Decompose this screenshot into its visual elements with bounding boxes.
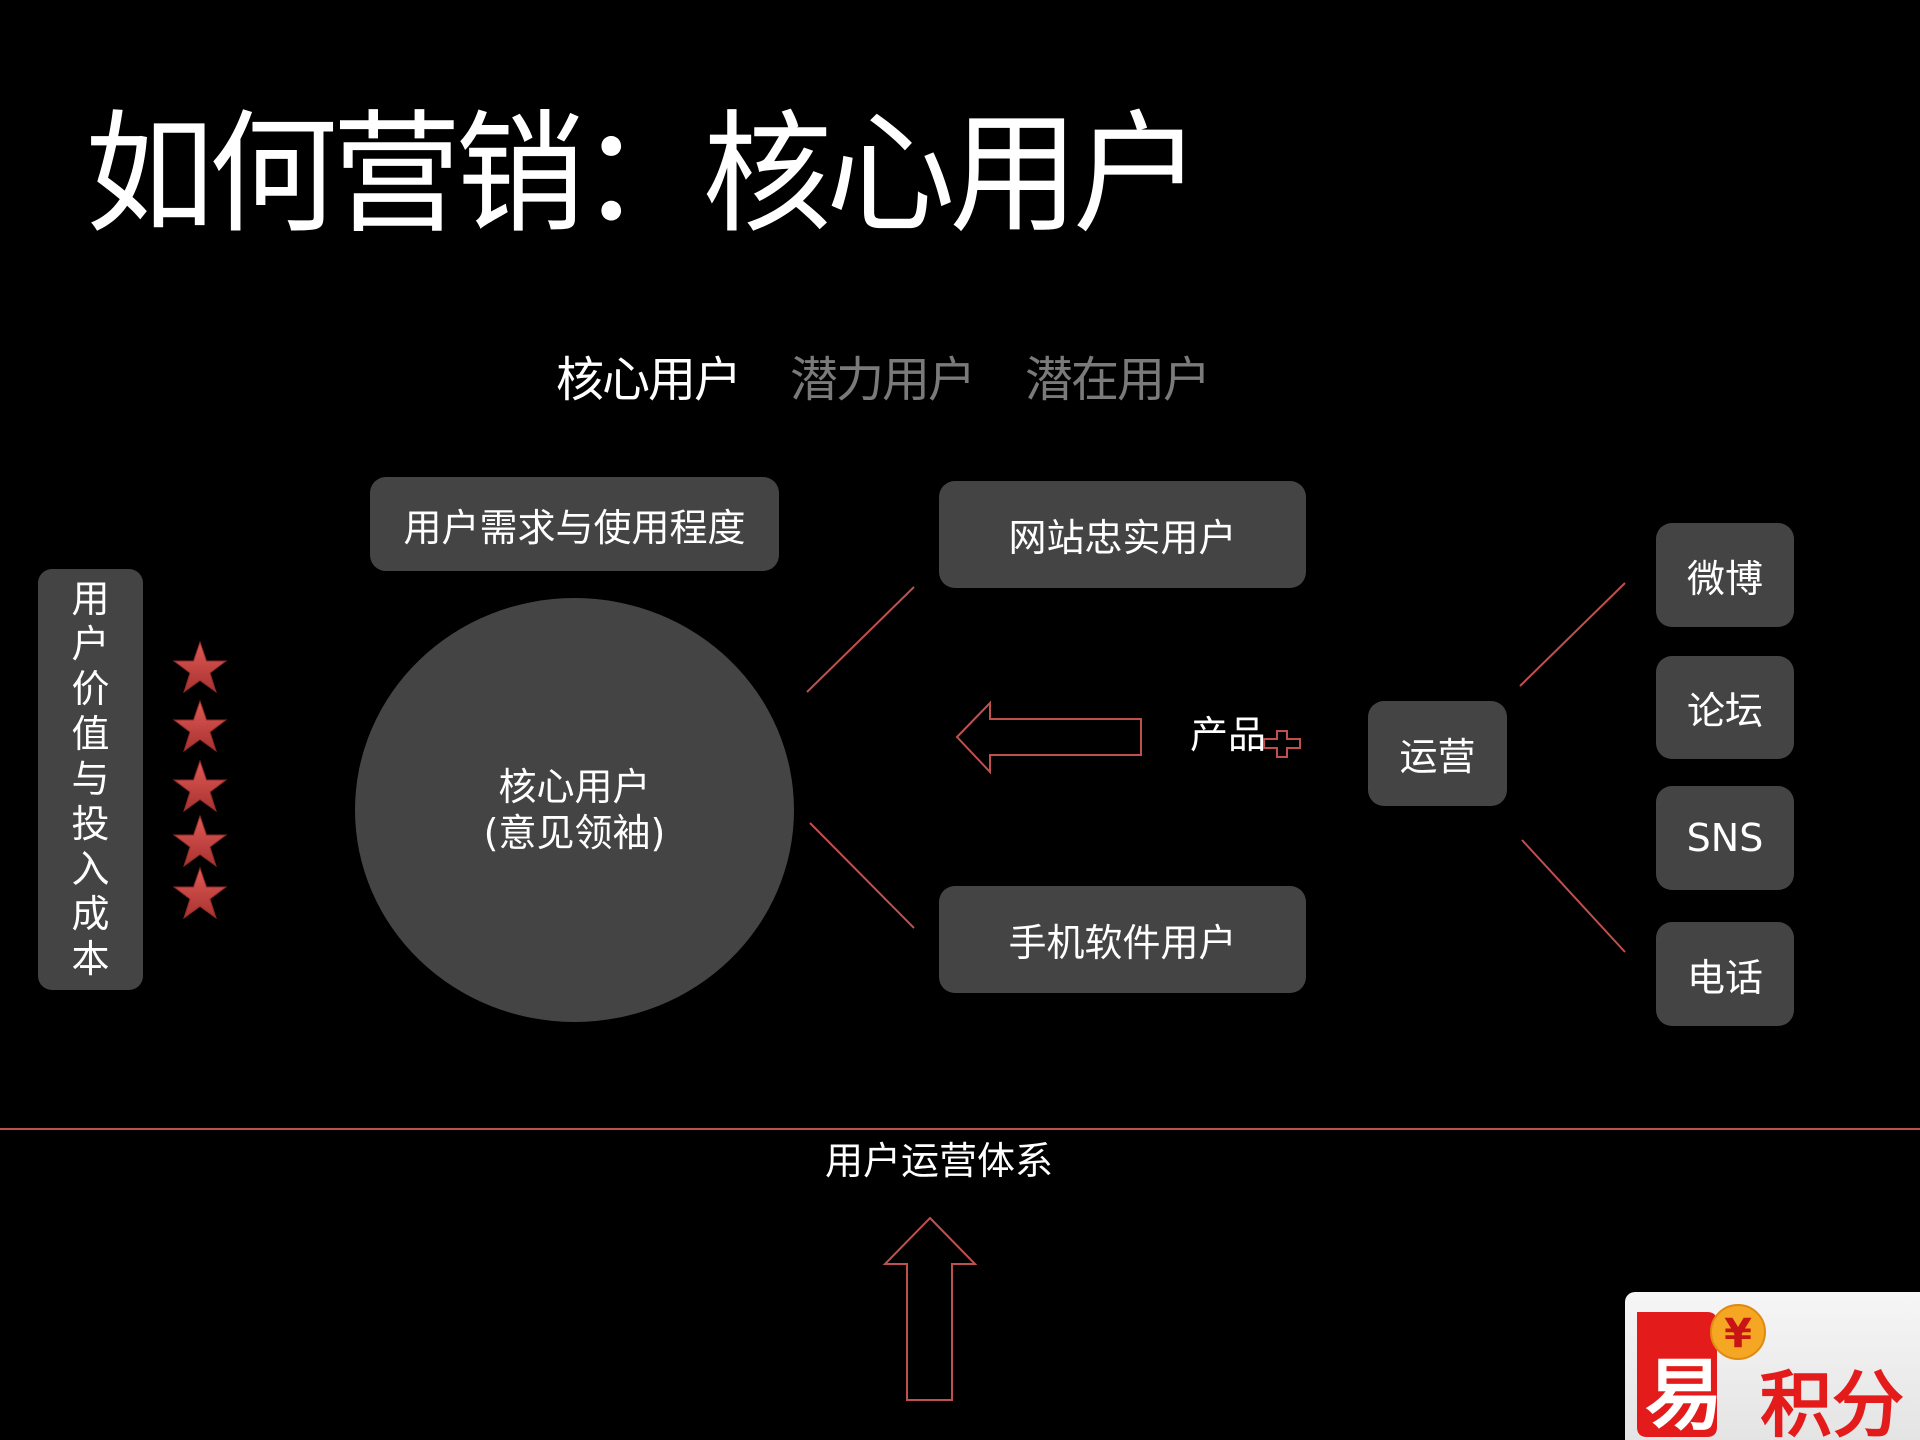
channel-phone-label: 电话 [1686,955,1763,1000]
core-user-circle: 核心用户 (意见领袖) [355,598,794,1022]
panel-char: 与 [71,757,110,801]
arrow-up-outline-icon [882,1216,978,1401]
tab-potential-users[interactable]: 潜力用户 [790,352,976,408]
connector-line-upper-left [806,586,915,693]
operations-box: 运营 [1368,701,1507,806]
panel-char: 入 [71,847,110,891]
page-title: 如何营销：核心用户 [85,98,1202,252]
panel-char: 投 [71,802,110,846]
divider-line [0,1128,1920,1130]
svg-text:易: 易 [1645,1351,1723,1440]
star-icon [172,640,228,694]
operations-label: 运营 [1399,735,1476,779]
arrow-left-outline-icon [955,700,1142,775]
tab-latent-users[interactable]: 潜在用户 [1025,352,1211,408]
channel-forum-label: 论坛 [1686,689,1763,733]
connector-line-lower-left [809,822,915,929]
panel-char: 成 [71,892,110,936]
mobile-app-users-label: 手机软件用户 [1008,921,1237,965]
channel-sns-label: SNS [1686,816,1764,860]
user-value-cost-panel: 用 户 价 值 与 投 入 成 本 [38,569,143,990]
panel-char: 价 [71,667,110,711]
panel-char: 用 [71,577,110,621]
panel-char: 值 [71,712,110,756]
star-icon [172,759,228,813]
channel-forum-box: 论坛 [1656,656,1794,759]
channel-weibo-box: 微博 [1656,523,1794,627]
mobile-app-users-box: 手机软件用户 [939,886,1306,993]
connector-line-upper-right [1519,582,1626,687]
svg-text:积分: 积分 [1760,1363,1904,1440]
product-label: 产品 [1190,713,1267,757]
website-loyal-users-label: 网站忠实用户 [1008,516,1237,560]
plus-outline-icon [1263,730,1301,758]
panel-char: 户 [71,622,110,666]
demand-usage-label: 用户需求与使用程度 [403,505,746,550]
channel-phone-box: 电话 [1656,922,1794,1026]
channel-weibo-label: 微博 [1686,556,1763,601]
star-icon [172,814,228,868]
connector-line-lower-right [1521,839,1626,953]
tab-core-users[interactable]: 核心用户 [556,352,742,408]
yijifen-logo: 易 ¥ 积分 [1625,1292,1920,1440]
star-icon [172,699,228,753]
website-loyal-users-box: 网站忠实用户 [939,481,1306,588]
channel-sns-box: SNS [1656,786,1794,890]
core-user-label: 核心用户 [498,765,651,809]
opinion-leader-label: (意见领袖) [483,811,666,855]
demand-usage-box: 用户需求与使用程度 [370,477,779,571]
yen-coin-icon: ¥ [1724,1311,1752,1357]
user-operation-system-label: 用户运营体系 [825,1139,1054,1183]
logo-graphic: 易 ¥ 积分 [1637,1304,1904,1440]
panel-char: 本 [71,937,110,981]
star-icon [172,866,228,920]
